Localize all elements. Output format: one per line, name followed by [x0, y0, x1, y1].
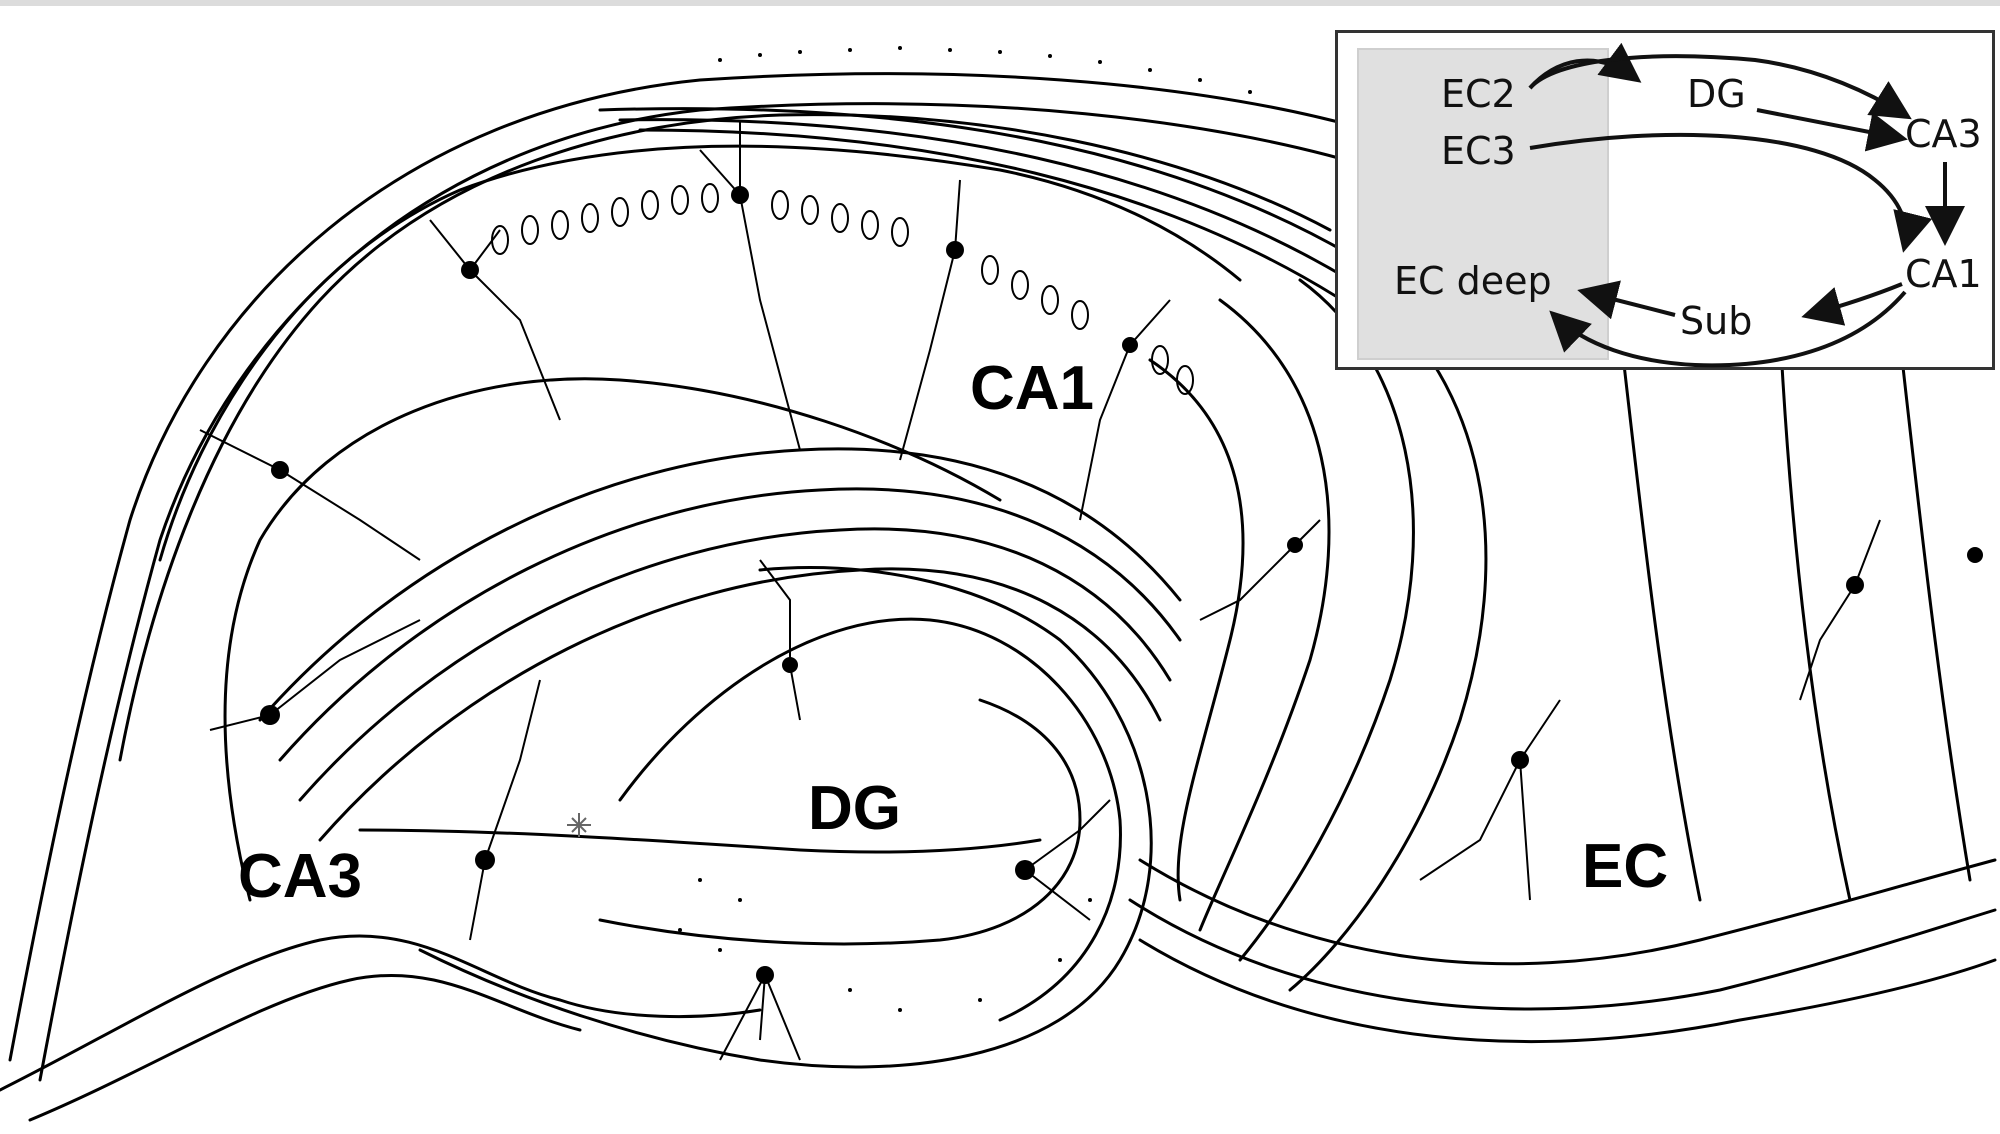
- cell-loop: [671, 185, 689, 215]
- cell-loop: [611, 197, 629, 227]
- cell-loop: [701, 183, 719, 213]
- node-sub: Sub: [1680, 299, 1753, 343]
- alveus-contour: [118, 113, 1332, 762]
- cell-loop: [771, 190, 789, 220]
- fornix-bundle-2: [618, 118, 1412, 322]
- node-ec-deep: EC deep: [1394, 259, 1552, 303]
- ec-fiber-3: [1238, 278, 1415, 962]
- edge-ca1-sub: [1801, 282, 1903, 326]
- ec-fiber-7: [1138, 938, 1997, 1043]
- lower-contour-1: [0, 934, 762, 1092]
- top-window-edge: [0, 0, 2000, 6]
- region-label-ca1: CA1: [970, 354, 1095, 423]
- node-ec2: EC2: [1441, 72, 1516, 116]
- ec-fiber-5: [1138, 858, 1997, 966]
- cell-loop: [1151, 345, 1169, 375]
- node-ca3: CA3: [1905, 112, 1982, 156]
- fiber-d: [318, 567, 1162, 842]
- cell-loop: [491, 225, 509, 255]
- cell-loop: [641, 190, 659, 220]
- node-ec3: EC3: [1441, 129, 1516, 173]
- mouse-cursor-icon: [567, 813, 591, 837]
- fiber-b: [278, 487, 1182, 762]
- cell-loop: [551, 210, 569, 240]
- cell-loop: [1071, 300, 1089, 330]
- cell-loop: [801, 195, 819, 225]
- mossy-fiber: [358, 828, 1042, 854]
- region-label-ec: EC: [1582, 832, 1669, 901]
- entorhinal-shaded-box: [1357, 48, 1609, 360]
- dendrite: [899, 179, 961, 461]
- region-label-dg: DG: [808, 774, 901, 843]
- dendrite: [209, 619, 421, 731]
- edge-dg-ca3: [1756, 108, 1908, 152]
- fornix-bundle-1: [598, 107, 1422, 302]
- ec-vertical-2: [1778, 328, 1852, 902]
- dg-outer: [418, 566, 1153, 1069]
- cell-loop: [831, 203, 849, 233]
- edge-sub-ecdeep: [1577, 280, 1676, 320]
- region-label-ca3: CA3: [238, 842, 363, 911]
- neuron-body: [1967, 547, 1983, 563]
- node-dg: DG: [1687, 72, 1746, 116]
- ca-layer-outer: [158, 144, 1242, 562]
- ec-fiber-6: [1128, 898, 1997, 1011]
- cell-loop: [581, 203, 599, 233]
- dendrite: [1199, 519, 1321, 621]
- ec-fiber-4: [1288, 298, 1488, 992]
- edge-ec2-ca3: [1528, 54, 1912, 120]
- cell-loop: [1011, 270, 1029, 300]
- ec-vertical-3: [1898, 338, 1972, 882]
- dendrite: [429, 219, 561, 421]
- outer-contour: [8, 72, 1402, 1062]
- dendrite: [469, 679, 541, 941]
- node-ca1: CA1: [1905, 252, 1982, 296]
- lower-contour-2: [28, 973, 582, 1122]
- dendrite: [1419, 699, 1561, 901]
- fiber-a: [258, 447, 1182, 722]
- dg-inner: [598, 698, 1082, 946]
- dendrite: [699, 120, 801, 451]
- edge-ec3-ca1: [1529, 132, 1933, 253]
- edge-ca1-ecdeep: [1549, 290, 1907, 368]
- ec-fiber-2: [1198, 298, 1331, 932]
- cell-loop: [1041, 285, 1059, 315]
- dendrite: [1024, 799, 1111, 921]
- fornix-bundle-3: [638, 128, 1402, 342]
- ec-vertical-1: [1618, 328, 1702, 902]
- fiber-c: [298, 527, 1172, 802]
- circuit-arrows: [1528, 42, 1965, 368]
- ca-layer-inner: [223, 377, 1002, 902]
- cell-loop: [1176, 365, 1194, 395]
- cell-loop: [891, 217, 909, 247]
- dendrite: [719, 974, 801, 1061]
- dendrite: [1079, 299, 1171, 521]
- dg-granule-layer: [618, 617, 1122, 1022]
- dendrite: [1799, 519, 1881, 701]
- circuit-diagram-inset: EC2 EC3 DG CA3 CA1 Sub EC deep: [1335, 30, 2000, 374]
- cell-loop: [861, 210, 879, 240]
- dendrite: [199, 429, 421, 561]
- ec-fiber-1: [1148, 358, 1245, 902]
- cell-loop: [981, 255, 999, 285]
- cell-loop: [521, 215, 539, 245]
- dendrite: [759, 559, 801, 721]
